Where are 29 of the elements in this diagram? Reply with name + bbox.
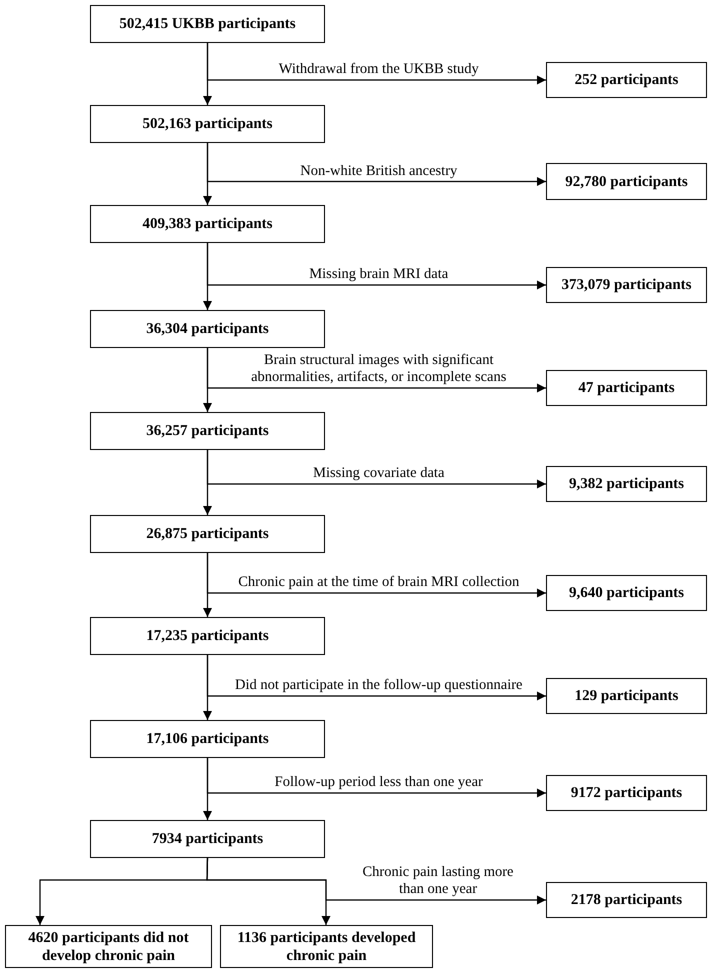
process-box: 1136 participants developed chronic pain <box>220 925 433 968</box>
arrow <box>206 143 546 186</box>
arrow <box>206 43 546 84</box>
process-box: 373,079 participants <box>546 267 707 303</box>
arrow <box>206 348 546 392</box>
process-box: 9172 participants <box>546 775 707 811</box>
process-box: 36,257 participants <box>90 412 325 450</box>
process-box: 2178 participants <box>546 882 707 918</box>
process-box: 4620 participants did not develop chronic pain <box>5 925 212 968</box>
arrow <box>206 243 546 290</box>
process-box: 409,383 participants <box>90 205 325 243</box>
process-box: 47 participants <box>546 370 707 406</box>
process-box: 36,304 participants <box>90 310 325 348</box>
process-box: 502,163 participants <box>90 105 325 143</box>
arrow <box>206 655 546 700</box>
arrow <box>206 858 546 904</box>
process-box: 92,780 participants <box>546 163 707 200</box>
process-box: 26,875 participants <box>90 515 325 553</box>
arrow <box>206 553 546 598</box>
arrow <box>206 450 546 488</box>
process-box: 129 participants <box>546 678 707 714</box>
process-box: 9,640 participants <box>546 575 707 611</box>
process-box: 502,415 UKBB participants <box>90 5 325 43</box>
process-box: 7934 participants <box>90 820 325 858</box>
process-box: 17,235 participants <box>90 617 325 655</box>
process-box: 252 participants <box>546 62 707 98</box>
process-box: 17,106 participants <box>90 720 325 758</box>
arrow <box>206 758 546 798</box>
process-box: 9,382 participants <box>546 466 707 502</box>
